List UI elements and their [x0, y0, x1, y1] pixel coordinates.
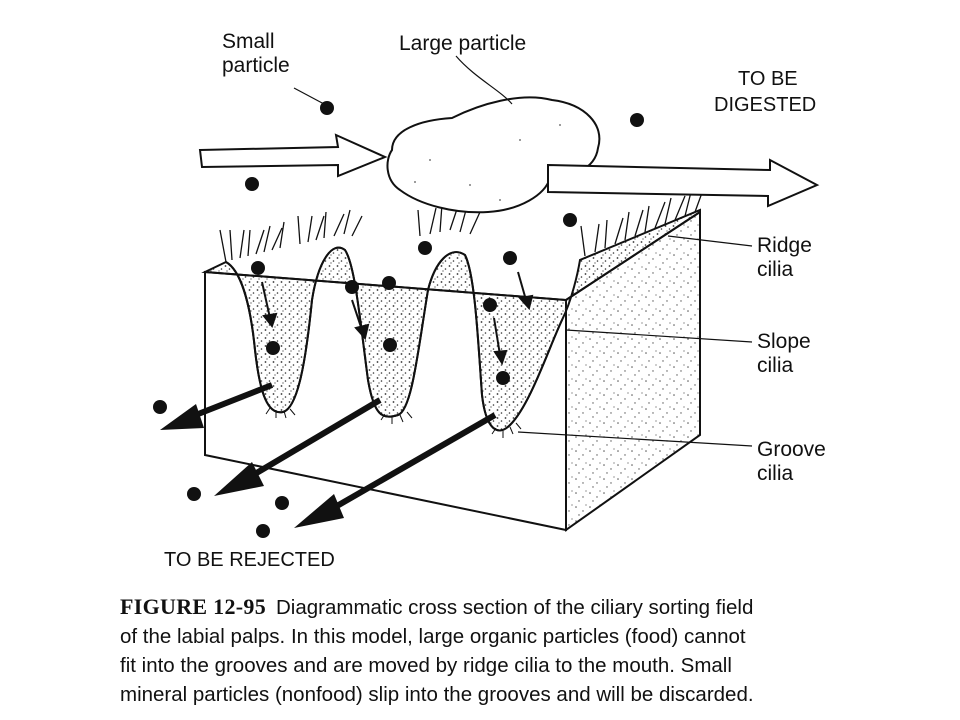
- caption-line3: fit into the grooves and are moved by ri…: [120, 654, 732, 677]
- small-particle-label-line2: particle: [222, 54, 290, 77]
- caption-line2: of the labial palps. In this model, larg…: [120, 625, 746, 648]
- small-particles: [153, 101, 644, 538]
- groove-cilia-pointer: [517, 431, 753, 447]
- digest-arrow-incoming: [198, 133, 388, 178]
- ciliary-sorting-diagram: [153, 55, 820, 538]
- small-particle-label: Small particle: [222, 30, 290, 78]
- slope-cilia-line1: Slope: [757, 330, 811, 353]
- large-particle-label: Large particle: [399, 32, 527, 55]
- caption-line1: FIGURE 12-95 Diagrammatic cross section o…: [120, 592, 890, 622]
- caption-line4: mineral particles (nonfood) slip into th…: [120, 683, 754, 706]
- ridge-cilia-label: Ridge cilia: [757, 234, 812, 282]
- to-be-rejected-label: TO BE REJECTED: [164, 549, 335, 571]
- groove-cilia-label: Groove cilia: [757, 438, 826, 486]
- caption-text-line1: Diagrammatic cross section of the ciliar…: [276, 596, 754, 619]
- ridge-cilia-pointer: [667, 235, 753, 247]
- small-particle-pointer: [293, 87, 325, 105]
- figure-number: FIGURE 12-95: [120, 594, 266, 619]
- slope-cilia-line2: cilia: [757, 354, 794, 377]
- ridge-cilia-tufts: [219, 189, 704, 263]
- reject-arrows: [160, 382, 497, 528]
- slope-cilia-pointer: [565, 329, 753, 343]
- to-be-digested-label: TO BE DIGESTED: [714, 66, 816, 118]
- groove-slip-arrows: [261, 271, 534, 366]
- large-particle-pointer: [455, 55, 513, 105]
- groove-cilia-line1: Groove: [757, 438, 826, 461]
- to-be-digested-line2: DIGESTED: [714, 94, 817, 116]
- figure-caption: FIGURE 12-95 Diagrammatic cross section o…: [120, 592, 890, 709]
- digest-arrow-outgoing: [547, 158, 820, 208]
- groove-cilia: [265, 407, 522, 438]
- groove-cilia-line2: cilia: [757, 462, 794, 485]
- ridge-cilia-line1: Ridge: [757, 234, 812, 257]
- to-be-digested-line1: TO BE: [738, 68, 798, 90]
- large-particle: [386, 96, 601, 214]
- ridge-cilia-line2: cilia: [757, 258, 794, 281]
- slope-cilia-label: Slope cilia: [757, 330, 811, 378]
- small-particle-label-line1: Small: [222, 30, 275, 53]
